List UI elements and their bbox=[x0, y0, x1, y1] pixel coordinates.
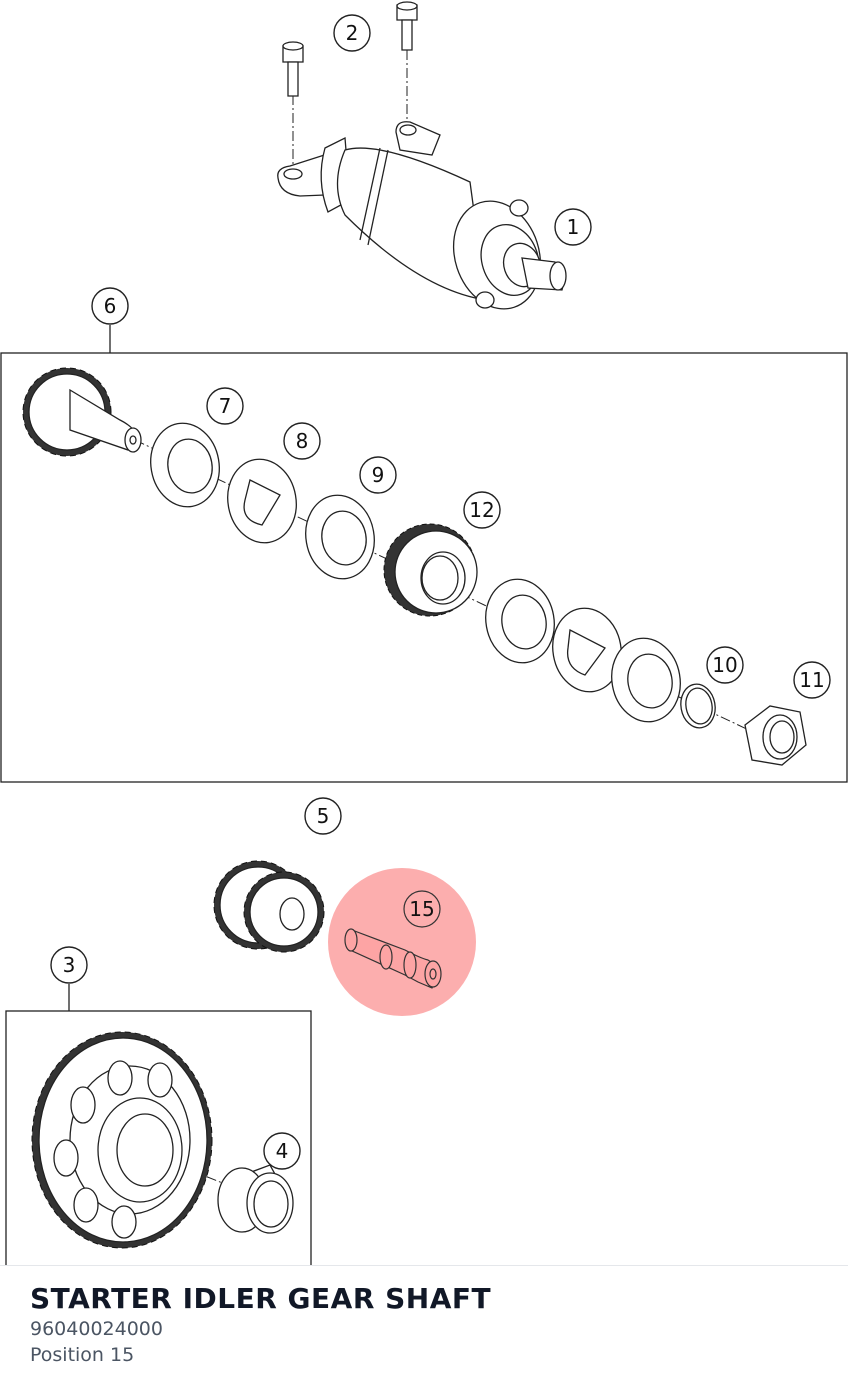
svg-text:6: 6 bbox=[104, 294, 117, 318]
circlip-10[interactable] bbox=[677, 681, 718, 730]
washer-right-3[interactable] bbox=[605, 633, 687, 728]
washer-9[interactable] bbox=[299, 490, 381, 585]
svg-text:3: 3 bbox=[63, 953, 76, 977]
bolt-right[interactable] bbox=[396, 1, 418, 51]
bolt-left[interactable] bbox=[282, 41, 304, 97]
double-gear-5[interactable] bbox=[213, 860, 325, 953]
svg-text:7: 7 bbox=[219, 394, 232, 418]
callout-8[interactable]: 8 bbox=[283, 422, 321, 460]
svg-text:15: 15 bbox=[409, 897, 434, 921]
svg-text:8: 8 bbox=[296, 429, 309, 453]
callout-2[interactable]: 2 bbox=[333, 14, 371, 52]
group-box-6 bbox=[0, 352, 848, 783]
callout-3[interactable]: 3 bbox=[50, 946, 88, 1011]
starter-gear-large-3[interactable] bbox=[31, 1031, 213, 1249]
starter-gear-small[interactable] bbox=[22, 367, 142, 457]
callout-9[interactable]: 9 bbox=[359, 456, 397, 494]
svg-text:1: 1 bbox=[567, 215, 580, 239]
callout-4[interactable]: 4 bbox=[263, 1132, 301, 1170]
part-info-panel: STARTER IDLER GEAR SHAFT 96040024000 Pos… bbox=[0, 1265, 848, 1391]
part-position: Position 15 bbox=[30, 1344, 135, 1366]
exploded-parts-diagram: 1 2 6 7 8 9 12 10 11 5 15 bbox=[0, 1, 848, 1272]
callout-10[interactable]: 10 bbox=[706, 646, 744, 684]
svg-text:4: 4 bbox=[276, 1139, 289, 1163]
washer-right-1[interactable] bbox=[479, 574, 561, 669]
callout-7[interactable]: 7 bbox=[206, 387, 244, 425]
callout-11[interactable]: 11 bbox=[793, 661, 831, 699]
svg-text:9: 9 bbox=[372, 463, 385, 487]
svg-text:5: 5 bbox=[317, 804, 330, 828]
nut-11[interactable] bbox=[744, 705, 807, 766]
svg-text:10: 10 bbox=[712, 653, 737, 677]
idler-gear-12[interactable] bbox=[383, 523, 478, 617]
washer-right-2[interactable] bbox=[546, 603, 628, 698]
svg-text:11: 11 bbox=[799, 668, 824, 692]
svg-text:12: 12 bbox=[469, 498, 494, 522]
idler-gear-shaft-15[interactable] bbox=[344, 928, 442, 989]
callout-1[interactable]: 1 bbox=[554, 208, 592, 246]
svg-text:2: 2 bbox=[346, 21, 359, 45]
callout-12[interactable]: 12 bbox=[463, 491, 501, 529]
washer-7[interactable] bbox=[144, 418, 226, 513]
part-number: 96040024000 bbox=[30, 1318, 163, 1340]
callout-15[interactable]: 15 bbox=[403, 890, 441, 928]
callout-5[interactable]: 5 bbox=[304, 797, 342, 835]
part-title: STARTER IDLER GEAR SHAFT bbox=[30, 1282, 492, 1315]
needle-bearing-4[interactable] bbox=[217, 1164, 294, 1234]
callout-6[interactable]: 6 bbox=[91, 287, 129, 353]
starter-motor[interactable] bbox=[277, 50, 567, 320]
washer-8[interactable] bbox=[221, 454, 303, 549]
